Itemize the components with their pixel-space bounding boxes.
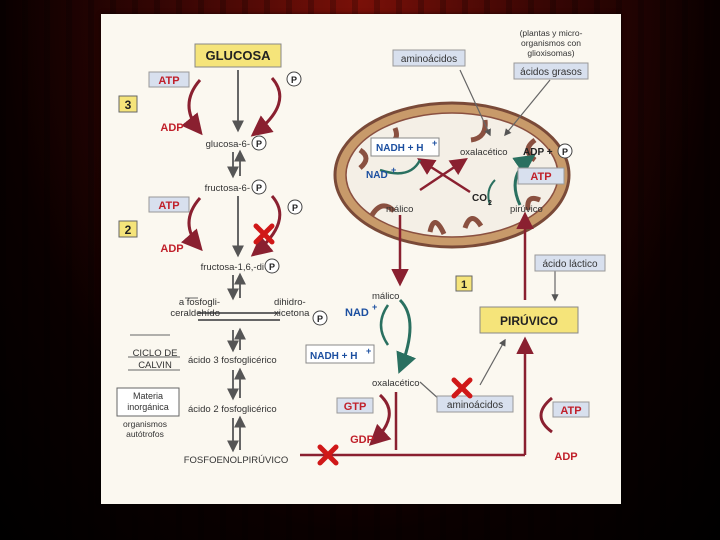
nad-label-bottom: NAD <box>345 307 369 319</box>
glycolysis-arrows <box>198 70 280 453</box>
atp-label-4: ATP <box>560 405 581 417</box>
atp-label-3: ATP <box>530 171 551 183</box>
oxalacetico-label-top: oxalacético <box>460 147 508 158</box>
materia-label-2: inorgánica <box>127 402 169 412</box>
p-label-7: P <box>562 147 568 157</box>
p-label-6: P <box>317 314 323 324</box>
nadh-plus-top: + <box>432 138 437 148</box>
plantas-label-1: (plantas y micro- <box>520 28 583 38</box>
dihidroxi-label-1: dihidro- <box>274 297 306 308</box>
boxes <box>116 43 606 418</box>
ciclo-calvin-label-2: CALVIN <box>138 360 172 371</box>
mitochondria-pathway-arrows <box>300 69 559 457</box>
blocked-x-marks <box>253 223 473 466</box>
dihidroxi-label-2: xicetona <box>274 308 310 319</box>
co2-label: CO <box>472 193 487 204</box>
step-1-label: 1 <box>461 279 467 291</box>
fosfoenol-label: FOSFOENOLPIRÚVICO <box>184 455 289 466</box>
plantas-label-2: organismos con <box>521 38 581 48</box>
adp-label-2: ADP <box>160 243 183 255</box>
gliceraldehido-label-1: a fosfogli- <box>179 297 220 308</box>
acido2-label: ácido 2 fosfoglicérico <box>188 404 277 415</box>
glucosa6-label: glucosa-6- <box>206 139 250 150</box>
atp-label-1: ATP <box>158 75 179 87</box>
gtp-label: GTP <box>344 401 367 413</box>
aminoacidos-label-top: aminoácidos <box>401 54 457 65</box>
step-3-label: 3 <box>125 98 132 112</box>
fructosa16-label: fructosa-1,6,-di <box>201 262 264 273</box>
gdp-label: GDP <box>350 434 374 446</box>
nad-plus-bottom: + <box>372 302 377 312</box>
nadh-h-label-top: NADH + H <box>376 143 424 154</box>
nad-label-top: NAD <box>366 170 388 181</box>
organismos-label-2: autótrofos <box>126 429 164 439</box>
ciclo-calvin-label-1: CICLO DE <box>133 348 178 359</box>
nadh-h-label-bottom: NADH + H <box>310 351 358 362</box>
atp-curves-left <box>181 77 282 257</box>
p-label-3: P <box>256 183 262 193</box>
fructosa6-label: fructosa-6- <box>205 183 250 194</box>
p-label-1: P <box>291 75 297 85</box>
adp-p-label: ADP + <box>523 147 553 158</box>
adp-label-1: ADP <box>160 122 183 134</box>
nad-plus-top: + <box>391 165 396 175</box>
p-label-2: P <box>256 139 262 149</box>
acido3-label: ácido 3 fosfoglicérico <box>188 355 277 366</box>
acido-lactico-label: ácido láctico <box>542 259 597 270</box>
acidos-grasos-label: ácidos grasos <box>520 67 582 78</box>
gliceraldehido-label-2: ceraldehído <box>170 308 220 319</box>
oxalacetico-label-bottom: oxalacético <box>372 378 420 389</box>
piruvico-label-small: pirúvico <box>510 204 543 215</box>
co2-subscript: 2 <box>488 200 492 207</box>
glucosa-label: GLUCOSA <box>206 48 272 63</box>
organismos-label-1: organismos <box>123 419 167 429</box>
nadh-plus-bottom: + <box>366 346 371 356</box>
step-2-label: 2 <box>125 223 132 237</box>
malico-label-top: málico <box>386 204 413 215</box>
malico-label-bottom: málico <box>372 291 399 302</box>
p-label-5: P <box>269 262 275 272</box>
piruvico-label: PIRÚVICO <box>500 313 558 328</box>
adp-label-3: ADP <box>554 451 577 463</box>
phosphate-circles <box>251 71 573 326</box>
diagram-sheet <box>101 14 621 504</box>
aminoacidos-label-bottom: aminoácidos <box>447 400 503 411</box>
plantas-label-3: glioxisomas) <box>527 48 574 58</box>
p-label-4: P <box>292 203 298 213</box>
atp-label-2: ATP <box>158 200 179 212</box>
materia-label-1: Materia <box>133 391 163 401</box>
